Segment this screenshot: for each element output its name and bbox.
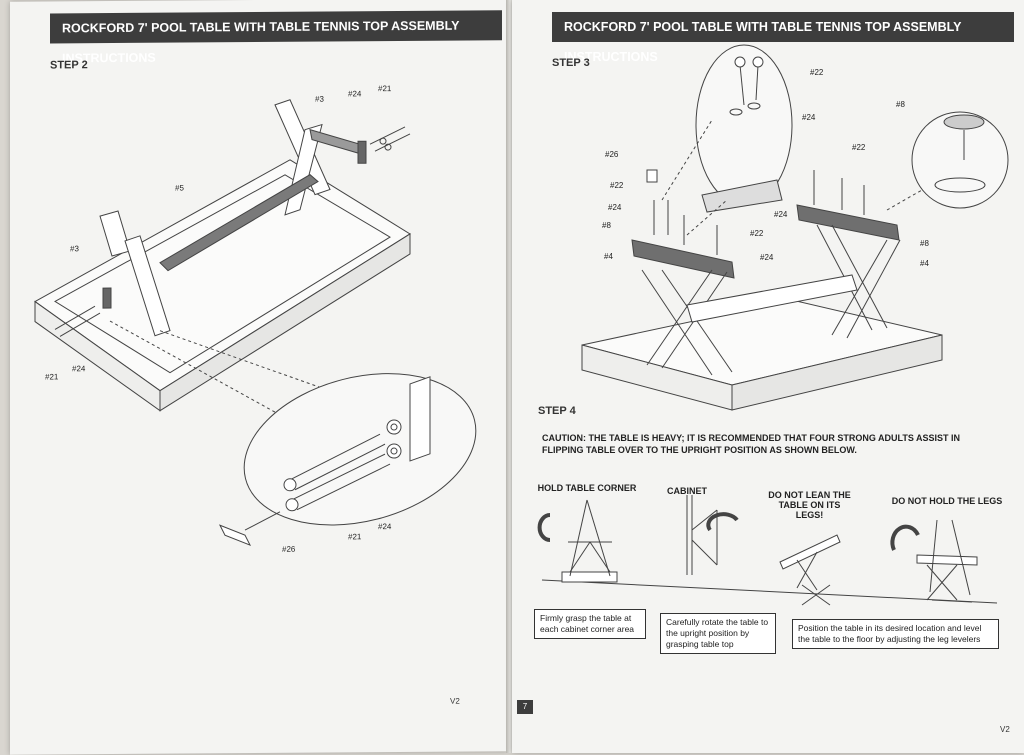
position-do-not-lean: DO NOT LEAN THE TABLE ON ITS LEGS!: [768, 490, 851, 520]
label-24-left: #24: [608, 203, 622, 212]
page-number: 7: [517, 700, 533, 714]
right-page-header: ROCKFORD 7' POOL TABLE WITH TABLE TENNIS…: [552, 12, 1014, 64]
position-cabinet: CABINET: [667, 486, 707, 496]
label-4-right: #4: [920, 259, 929, 268]
label-24-mid: #24: [760, 253, 774, 262]
right-page: ROCKFORD 7' POOL TABLE WITH TABLE TENNIS…: [512, 0, 1024, 753]
step-3-heading: STEP 3: [552, 57, 590, 69]
step-4-heading: STEP 4: [538, 405, 576, 417]
caution-text: CAUTION: THE TABLE IS HEAVY; IT IS RECOM…: [542, 433, 960, 455]
desc-rotate: Carefully rotate the table to the uprigh…: [660, 613, 776, 654]
desc-grasp: Firmly grasp the table at each cabinet c…: [534, 609, 646, 639]
desc-position: Position the table in its desired locati…: [792, 619, 999, 649]
label-24-right: #24: [774, 210, 788, 219]
label-21-left: #21: [45, 372, 59, 381]
step-3-diagram: #22 #24 #8 #26 #22 #22 #24 #8 #4 #22 #24…: [537, 44, 1009, 606]
position-hold-corner: HOLD TABLE CORNER: [537, 483, 637, 493]
left-version: V2: [450, 696, 460, 706]
label-22-right: #22: [852, 143, 866, 152]
label-21-callout: #21: [348, 532, 362, 541]
right-version: V2: [1000, 725, 1010, 734]
label-3-top: #3: [315, 95, 324, 104]
label-24-top: #24: [348, 89, 362, 98]
label-26: #26: [605, 150, 619, 159]
step-2-diagram: #3 #24 #21 #5 #3 #21 #24 #21 #24 #26: [34, 84, 477, 554]
left-page: ROCKFORD 7' POOL TABLE WITH TABLE TENNIS…: [10, 0, 508, 755]
label-24-callout: #24: [378, 522, 392, 531]
label-24-callout: #24: [802, 113, 816, 122]
label-22-left: #22: [610, 181, 624, 190]
label-22-mid: #22: [750, 229, 764, 238]
label-22-callout: #22: [810, 68, 824, 77]
label-8-right: #8: [920, 239, 929, 248]
label-4-left: #4: [604, 252, 613, 261]
label-5: #5: [175, 184, 184, 193]
label-24-left: #24: [72, 364, 86, 373]
label-26: #26: [282, 545, 296, 554]
label-8-callout: #8: [896, 100, 905, 109]
book-spine: [506, 0, 514, 753]
label-8-left: #8: [602, 221, 611, 230]
label-21-top: #21: [378, 84, 392, 93]
position-do-not-hold-legs: DO NOT HOLD THE LEGS: [891, 496, 1003, 506]
label-3-left: #3: [70, 244, 79, 253]
